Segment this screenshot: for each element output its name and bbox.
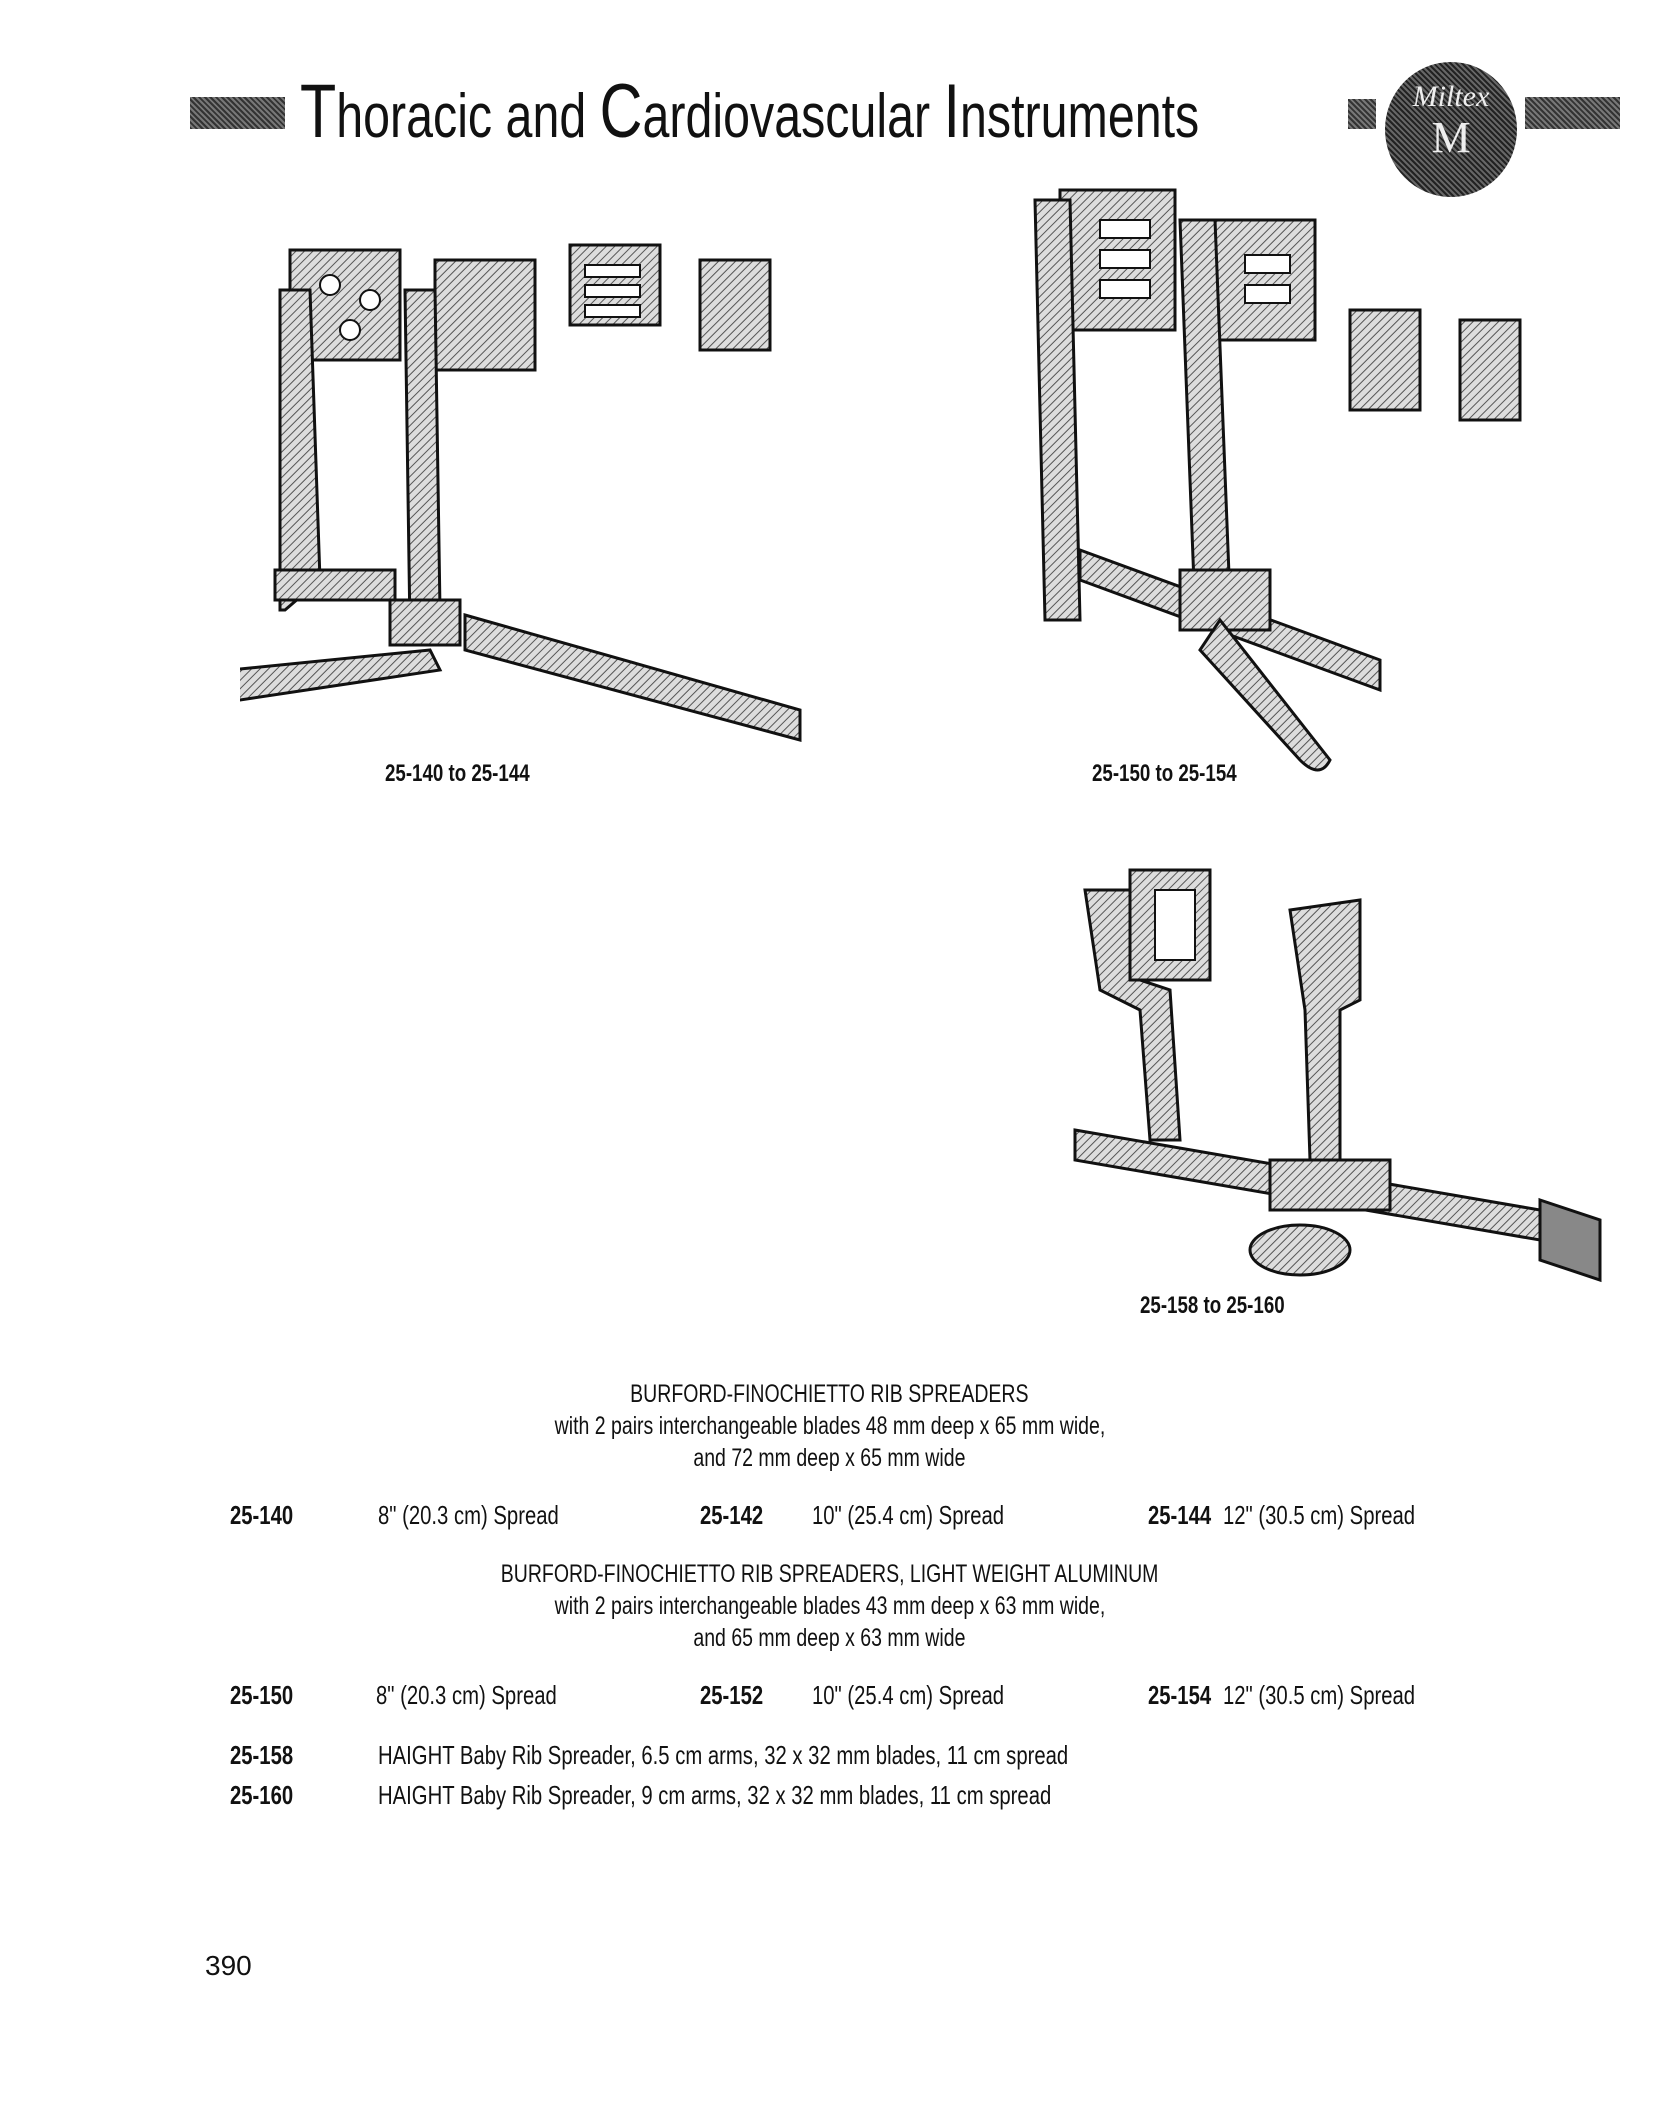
- catalog-desc: 10" (25.4 cm) Spread: [812, 1680, 1058, 1711]
- code-text: 25-154: [1148, 1680, 1212, 1710]
- title-cap: I: [943, 69, 961, 154]
- section-desc-line: with 2 pairs interchangeable blades 48 m…: [554, 1412, 1105, 1440]
- catalog-code: 25-152: [700, 1680, 781, 1711]
- catalog-code: 25-158: [230, 1740, 311, 1771]
- catalog-desc: HAIGHT Baby Rib Spreader, 9 cm arms, 32 …: [378, 1780, 1241, 1811]
- figure-caption-text: 25-158 to 25-160: [1140, 1292, 1285, 1319]
- logo-text: Miltex: [1412, 80, 1490, 113]
- catalog-desc: 12" (30.5 cm) Spread: [1223, 1680, 1469, 1711]
- header-bar-mid: [1348, 99, 1376, 129]
- catalog-desc: HAIGHT Baby Rib Spreader, 6.5 cm arms, 3…: [378, 1740, 1263, 1771]
- code-text: 25-140: [230, 1500, 294, 1530]
- section-desc: with 2 pairs interchangeable blades 48 m…: [0, 1412, 1659, 1441]
- desc-text: 12" (30.5 cm) Spread: [1223, 1680, 1416, 1710]
- section-desc: and 72 mm deep x 65 mm wide: [0, 1444, 1659, 1473]
- desc-text: 8" (20.3 cm) Spread: [378, 1500, 559, 1530]
- catalog-desc: 10" (25.4 cm) Spread: [812, 1500, 1058, 1531]
- catalog-code: 25-144: [1148, 1500, 1229, 1531]
- desc-text: 10" (25.4 cm) Spread: [812, 1680, 1005, 1710]
- title-cap: T: [300, 69, 337, 154]
- page-title: Thoracic and Cardiovascular Instruments: [300, 62, 1453, 162]
- section-title-text: BURFORD-FINOCHIETTO RIB SPREADERS, LIGHT…: [500, 1560, 1159, 1588]
- desc-text: 10" (25.4 cm) Spread: [812, 1500, 1005, 1530]
- rib-spreader-illustration-3: [1073, 868, 1602, 1283]
- title-cap: C: [599, 69, 643, 154]
- section-desc: with 2 pairs interchangeable blades 43 m…: [0, 1592, 1659, 1621]
- desc-text: 12" (30.5 cm) Spread: [1223, 1500, 1416, 1530]
- catalog-code: 25-140: [230, 1500, 311, 1531]
- header-bar-right: [1525, 97, 1620, 129]
- section-desc-line: and 72 mm deep x 65 mm wide: [693, 1444, 966, 1472]
- desc-text: HAIGHT Baby Rib Spreader, 6.5 cm arms, 3…: [378, 1740, 1069, 1770]
- page-number: 390: [205, 1950, 252, 1981]
- code-text: 25-158: [230, 1740, 294, 1770]
- code-text: 25-160: [230, 1780, 294, 1810]
- catalog-desc: 8" (20.3 cm) Spread: [378, 1500, 610, 1531]
- desc-text: 8" (20.3 cm) Spread: [376, 1680, 557, 1710]
- desc-text: HAIGHT Baby Rib Spreader, 9 cm arms, 32 …: [378, 1780, 1052, 1810]
- code-text: 25-144: [1148, 1500, 1212, 1530]
- miltex-logo: Miltex M: [1385, 62, 1517, 197]
- code-text: 25-142: [700, 1500, 764, 1530]
- figure-caption: 25-158 to 25-160: [1140, 1292, 1325, 1320]
- header-bar-left: [190, 97, 285, 129]
- title-part: ardiovascular: [642, 82, 944, 151]
- catalog-code: 25-154: [1148, 1680, 1229, 1711]
- catalog-code: 25-150: [230, 1680, 311, 1711]
- code-text: 25-150: [230, 1680, 294, 1710]
- catalog-code: 25-142: [700, 1500, 781, 1531]
- section-desc: and 65 mm deep x 63 mm wide: [0, 1624, 1659, 1653]
- catalog-desc: 12" (30.5 cm) Spread: [1223, 1500, 1469, 1531]
- section-title-text: BURFORD-FINOCHIETTO RIB SPREADERS: [630, 1380, 1029, 1408]
- figure-caption-text: 25-150 to 25-154: [1092, 760, 1237, 787]
- rib-spreader-illustration-2: [1033, 188, 1522, 772]
- logo-letter: M: [1431, 113, 1471, 162]
- figure-caption-text: 25-140 to 25-144: [385, 760, 530, 787]
- title-part: nstruments: [960, 82, 1200, 151]
- section-desc-line: with 2 pairs interchangeable blades 43 m…: [554, 1592, 1105, 1620]
- title-part: horacic and: [336, 82, 600, 151]
- figure-caption: 25-140 to 25-144: [385, 760, 570, 788]
- catalog-code: 25-160: [230, 1780, 311, 1811]
- section-title: BURFORD-FINOCHIETTO RIB SPREADERS, LIGHT…: [0, 1560, 1659, 1589]
- section-desc-line: and 65 mm deep x 63 mm wide: [693, 1624, 966, 1652]
- section-title: BURFORD-FINOCHIETTO RIB SPREADERS: [0, 1380, 1659, 1409]
- code-text: 25-152: [700, 1680, 764, 1710]
- rib-spreader-illustration-1: [240, 243, 802, 742]
- catalog-desc: 8" (20.3 cm) Spread: [376, 1680, 608, 1711]
- figure-caption: 25-150 to 25-154: [1092, 760, 1277, 788]
